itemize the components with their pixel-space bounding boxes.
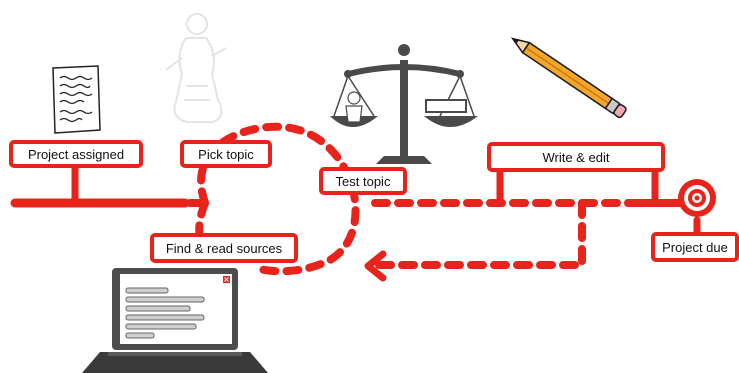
step-test-topic: Test topic [319, 167, 407, 195]
step-write-edit: Write & edit [487, 142, 665, 172]
laptop-icon [82, 268, 268, 373]
step-project-due: Project due [651, 232, 739, 262]
target-icon [678, 179, 716, 217]
timeline-line [10, 159, 701, 242]
step-project-assigned: Project assigned [9, 140, 143, 168]
step-pick-topic: Pick topic [180, 140, 272, 168]
paper-sheet-icon [52, 65, 101, 134]
arrow-left-icon [364, 250, 387, 282]
step-find-read-sources: Find & read sources [150, 233, 298, 263]
balance-scale-icon [330, 44, 478, 164]
faded-figure-icon [165, 13, 227, 123]
pencil-icon [510, 37, 627, 119]
